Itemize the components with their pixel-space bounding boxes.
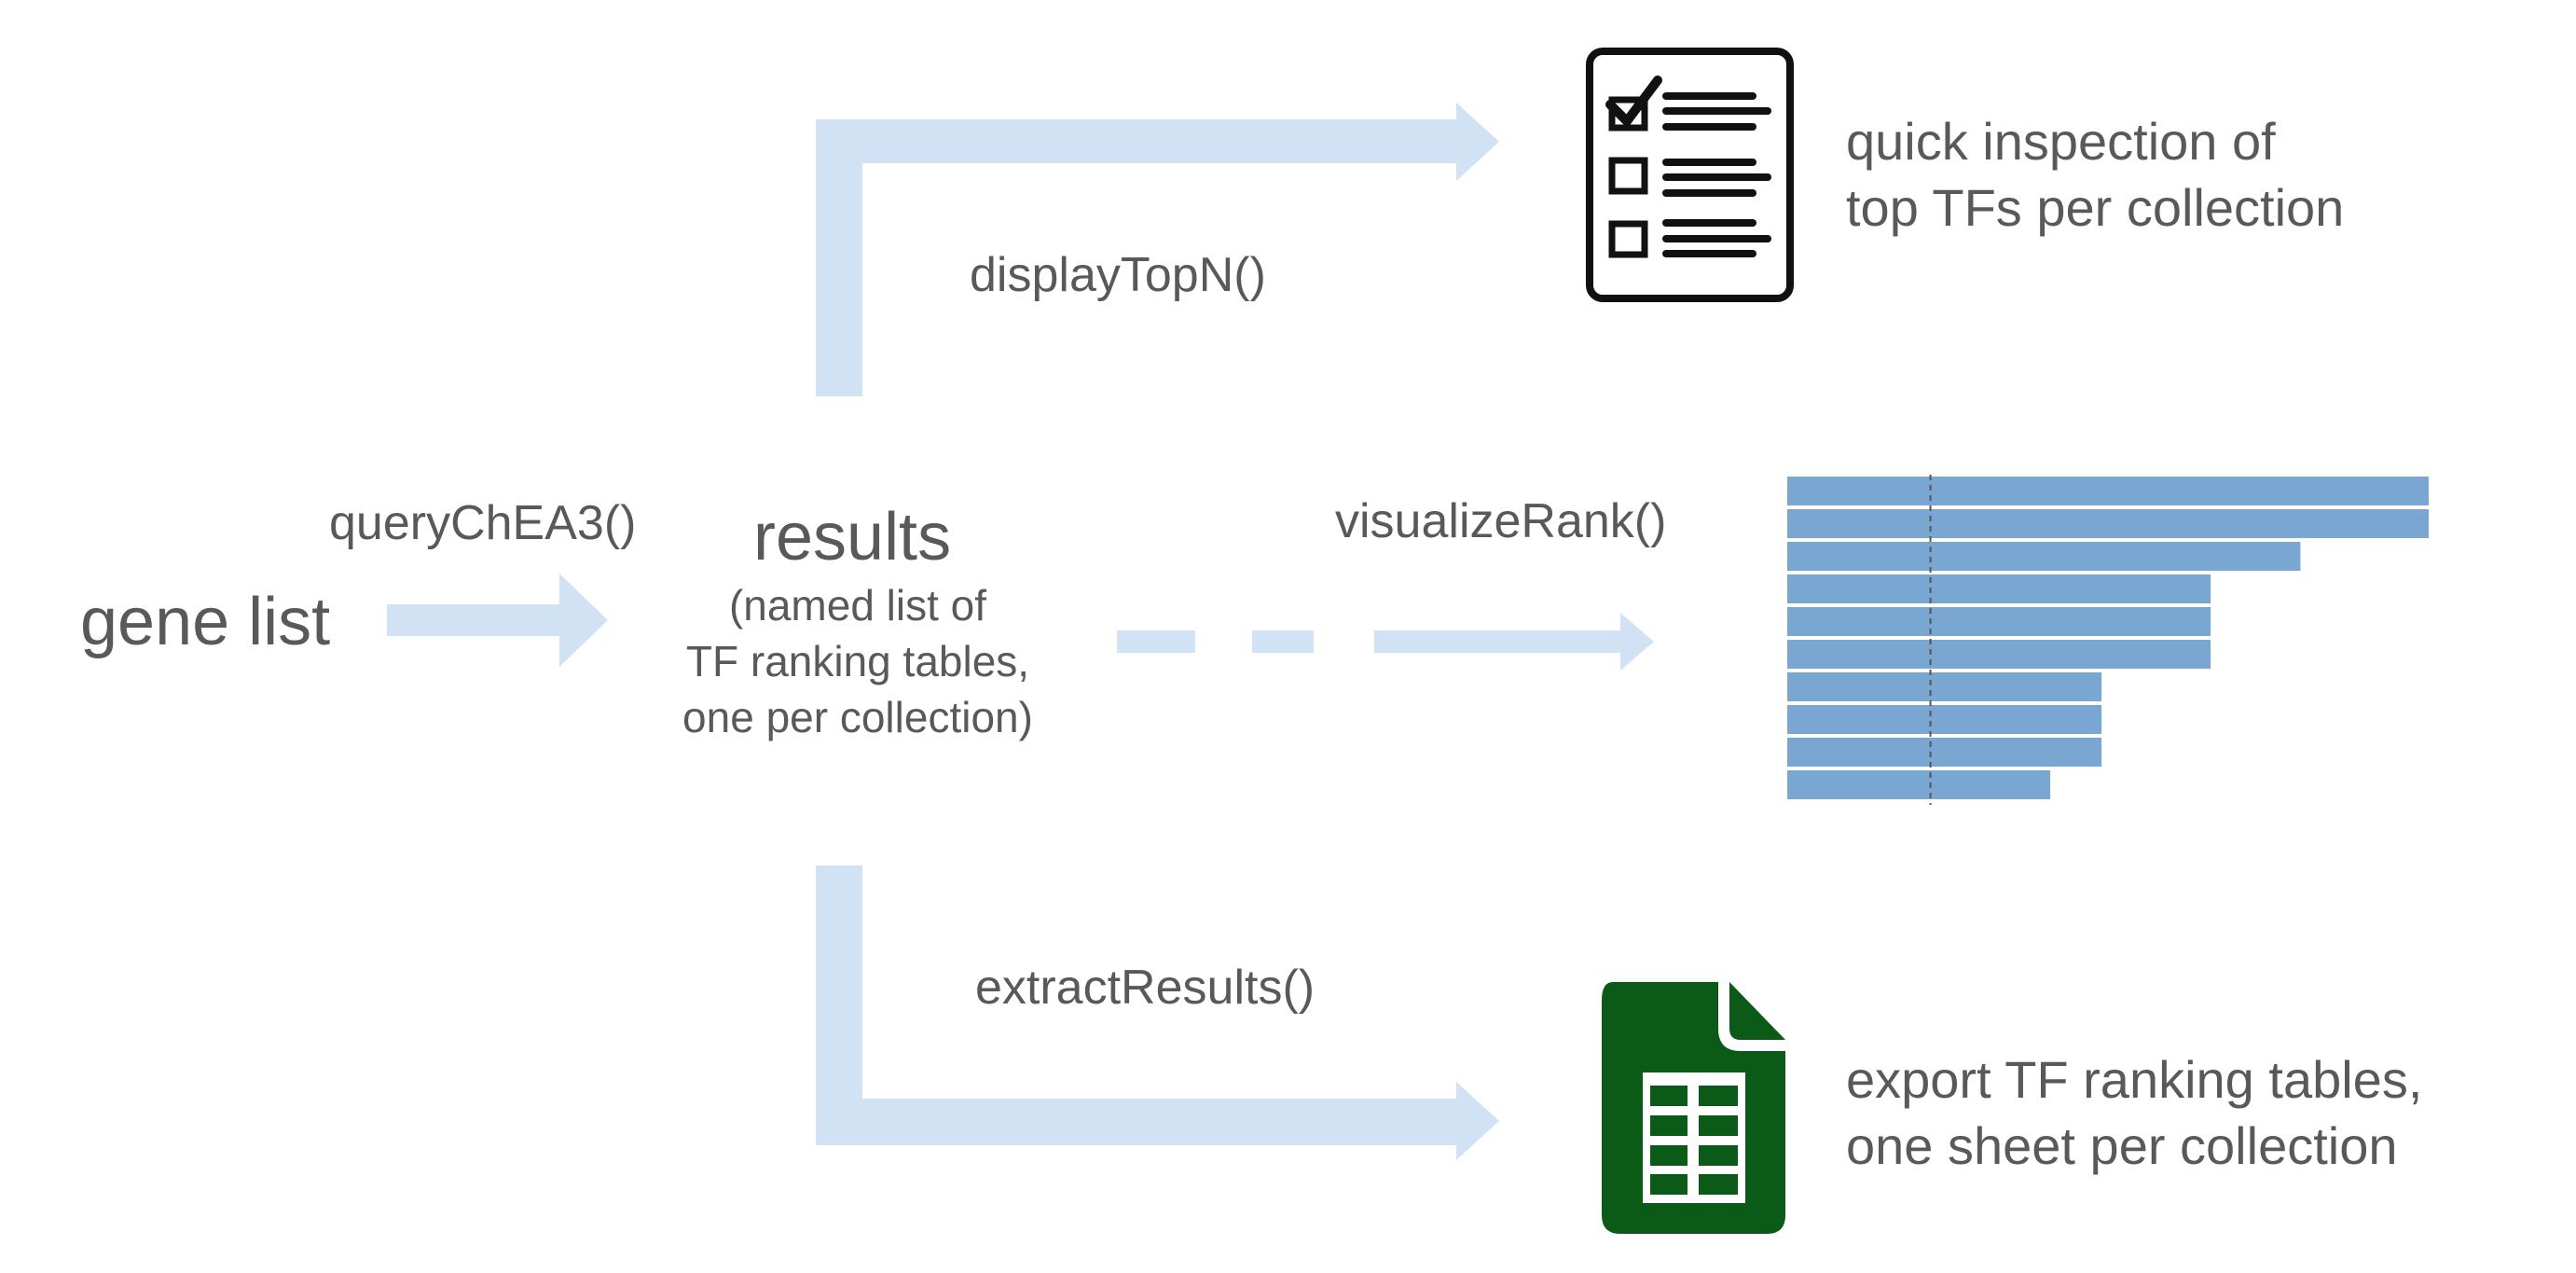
- inspection-output-label: quick inspection of top TFs per collecti…: [1846, 112, 2345, 238]
- gene-list-label: gene list: [80, 585, 331, 659]
- export-output-label: export TF ranking tables, one sheet per …: [1846, 1050, 2423, 1176]
- rank-bar: [1787, 574, 2211, 603]
- rank-bar: [1787, 738, 2102, 767]
- rank-bar: [1787, 672, 2102, 701]
- visualize-function-label: visualizeRank(): [1335, 494, 1667, 548]
- rank-bar: [1787, 705, 2102, 734]
- rank-bar: [1787, 477, 2429, 505]
- query-function-label: queryChEA3(): [329, 496, 637, 550]
- query-arrow: [387, 574, 608, 667]
- results-description: (named list of TF ranking tables, one pe…: [682, 581, 1033, 741]
- checklist-icon: [1586, 48, 1794, 302]
- spreadsheet-icon: [1602, 982, 1785, 1234]
- display-function-label: displayTopN(): [970, 248, 1266, 302]
- rank-bar: [1787, 607, 2211, 636]
- display-arrow: [816, 103, 1499, 396]
- results-title: results: [753, 500, 952, 574]
- rank-bar: [1787, 509, 2429, 538]
- extract-arrow: [816, 865, 1499, 1160]
- visualize-arrow: [1117, 613, 1654, 671]
- rank-bar: [1787, 640, 2211, 669]
- rank-bar: [1787, 770, 2051, 799]
- rank-bar: [1787, 542, 2301, 571]
- extract-function-label: extractResults(): [975, 961, 1316, 1015]
- rank-bar-chart-icon: [1787, 475, 2429, 805]
